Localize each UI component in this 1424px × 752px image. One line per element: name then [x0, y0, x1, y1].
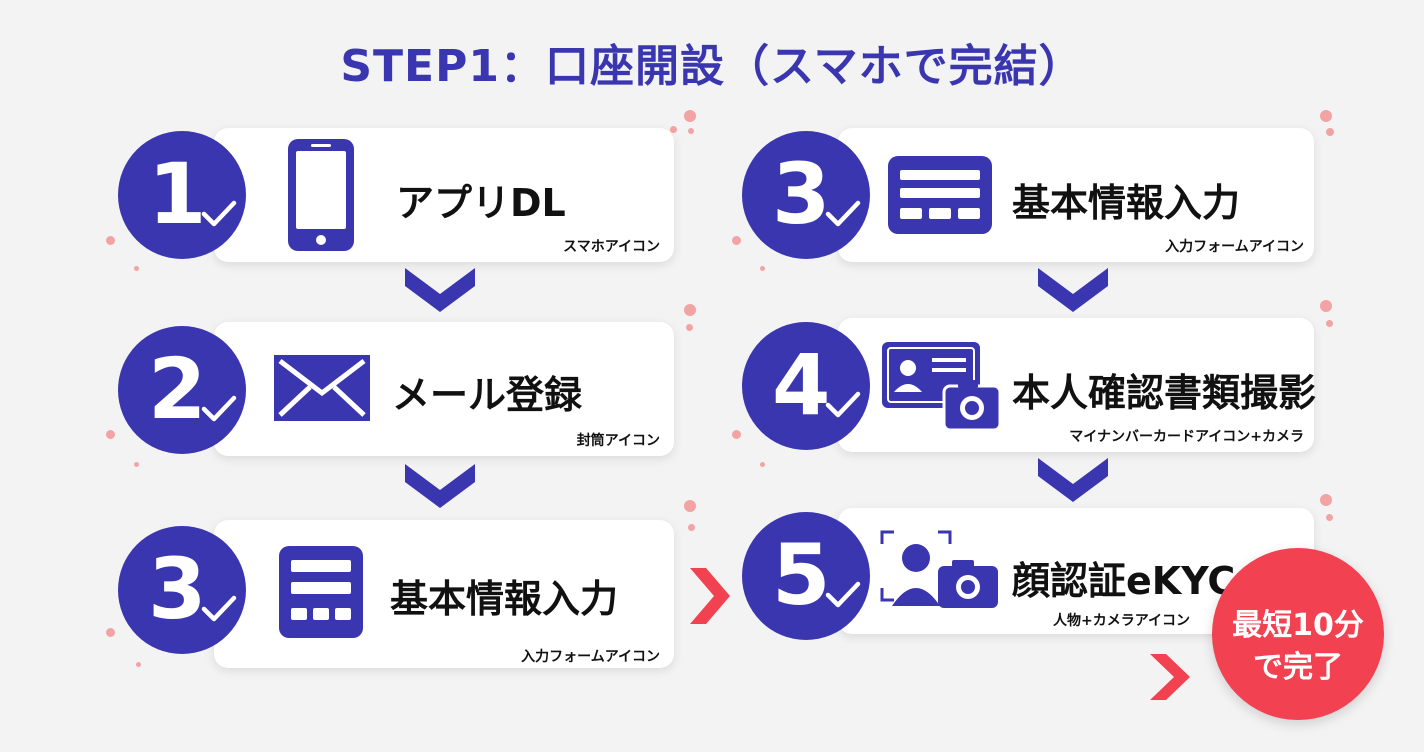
check-icon [201, 595, 237, 622]
icon-caption: マイナンバーカードアイコン+カメラ [1069, 429, 1304, 445]
decorative-dot [686, 324, 693, 331]
step-label: 顔認証eKYC [1012, 559, 1236, 603]
step-number: 5 [772, 526, 831, 624]
step-number-circle: 1 [118, 131, 246, 259]
badge-line-1: 最短10分 [1232, 608, 1364, 643]
chevron-down-icon [405, 268, 475, 312]
step-number: 2 [148, 340, 207, 438]
decorative-dot [1326, 320, 1333, 327]
step-number: 1 [148, 145, 207, 243]
check-icon [825, 391, 861, 418]
step-number: 3 [148, 540, 207, 638]
smartphone-icon [288, 139, 354, 251]
step-number: 3 [772, 145, 831, 243]
step-number-circle: 5 [742, 512, 870, 640]
chevron-right-icon [690, 568, 730, 624]
badge-line-2: で完了 [1253, 650, 1343, 685]
decorative-dot [688, 128, 694, 134]
step-label: メール登録 [392, 373, 583, 417]
decorative-dot [684, 500, 696, 512]
decorative-dot [1326, 514, 1333, 521]
decorative-dot [1326, 128, 1334, 136]
chevron-down-icon [1038, 268, 1108, 312]
face-camera-icon [880, 530, 998, 608]
check-icon [201, 395, 237, 422]
chevron-down-icon [1038, 458, 1108, 502]
icon-caption: 入力フォームアイコン [1165, 239, 1304, 255]
decorative-dot [136, 662, 141, 667]
completion-badge: 最短10分 で完了 [1212, 548, 1384, 720]
form-icon [888, 156, 992, 234]
check-icon [825, 200, 861, 227]
decorative-dot [760, 266, 765, 271]
decorative-dot [684, 304, 696, 316]
decorative-dot [134, 462, 139, 467]
decorative-dot [670, 126, 677, 133]
chevron-right-icon [1150, 654, 1190, 700]
page-title: STEP1：口座開設（スマホで完結） [340, 41, 1084, 92]
step-label: 本人確認書類撮影 [1012, 371, 1317, 415]
step-label: アプリDL [396, 181, 566, 225]
decorative-dot [760, 462, 765, 467]
form-icon [279, 546, 363, 638]
step-label: 基本情報入力 [390, 577, 619, 621]
decorative-dot [1320, 300, 1332, 312]
step-number-circle: 2 [118, 326, 246, 454]
step-number: 4 [772, 336, 831, 434]
icon-caption: 人物+カメラアイコン [1052, 613, 1190, 629]
decorative-dot [106, 236, 115, 245]
chevron-down-icon [405, 464, 475, 508]
decorative-dot [1320, 494, 1332, 506]
decorative-dot [732, 236, 741, 245]
decorative-dot [1320, 110, 1332, 122]
check-icon [201, 200, 237, 227]
decorative-dot [134, 266, 139, 271]
check-icon [825, 581, 861, 608]
icon-caption: 封筒アイコン [576, 433, 660, 449]
decorative-dot [684, 110, 696, 122]
decorative-dot [106, 430, 115, 439]
icon-caption: 入力フォームアイコン [521, 649, 660, 665]
icon-caption: スマホアイコン [563, 239, 660, 255]
envelope-icon [274, 355, 370, 421]
step-number-circle: 3 [118, 526, 246, 654]
id-card-camera-icon [882, 342, 1000, 430]
step-number-circle: 3 [742, 131, 870, 259]
step-label: 基本情報入力 [1012, 181, 1241, 225]
decorative-dot [106, 628, 115, 637]
decorative-dot [688, 524, 695, 531]
step-number-circle: 4 [742, 322, 870, 450]
decorative-dot [732, 430, 741, 439]
